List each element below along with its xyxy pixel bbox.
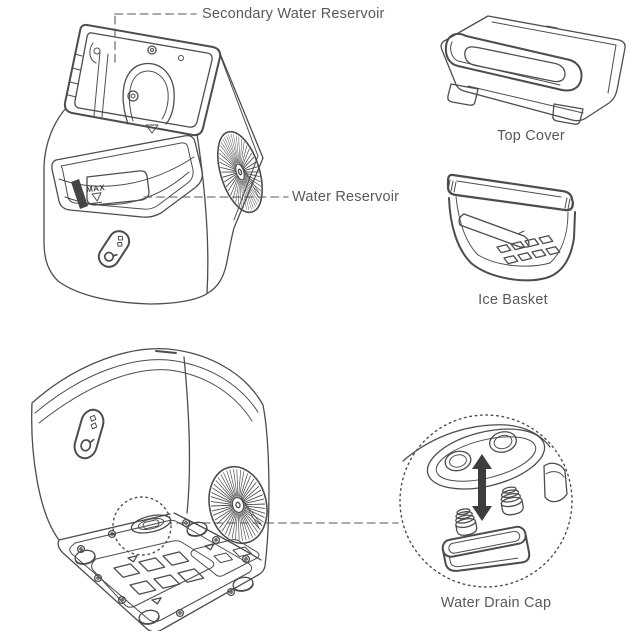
hinge-ticks xyxy=(67,53,83,98)
fan-icon xyxy=(208,124,273,220)
drain-hole-left xyxy=(444,450,472,472)
secondary-reservoir-compartment xyxy=(89,42,184,134)
side-panel-inner-edge xyxy=(219,54,259,221)
max-fill-marking: MAX xyxy=(86,183,106,194)
up-down-arrow-icon xyxy=(472,454,492,521)
fan-icon xyxy=(200,459,276,552)
drain-hole-right xyxy=(489,431,517,453)
basket-handle-bar xyxy=(458,213,530,248)
rim-vents-left xyxy=(447,179,457,193)
drain-highlight-circle xyxy=(112,496,172,556)
front-side-seam xyxy=(183,356,191,514)
water-reservoir-basin: MAX xyxy=(51,134,204,218)
caption-top-cover: Top Cover xyxy=(497,128,565,144)
top-cover-handle xyxy=(444,32,583,92)
label-secondary-water-reservoir: Secondary Water Reservoir xyxy=(202,6,385,22)
rubber-foot xyxy=(231,574,255,594)
rubber-foot xyxy=(137,607,161,627)
drain-plug-left xyxy=(452,506,479,538)
ice-basket-rim xyxy=(446,173,575,212)
base-vent-slots xyxy=(113,546,252,595)
drain-plug-right xyxy=(497,484,525,517)
water-drain-cap-detail-illustration xyxy=(399,414,573,588)
water-drain-recess xyxy=(130,514,172,534)
ice-basket-illustration xyxy=(446,173,576,282)
ice-maker-top-open-illustration: MAX xyxy=(43,23,273,305)
caption-ice-basket: Ice Basket xyxy=(478,292,548,308)
clip-wedges xyxy=(127,543,215,605)
rim-vents-right xyxy=(564,197,574,211)
max-level-triangle-icon xyxy=(91,192,102,202)
water-inlet-slot xyxy=(71,179,88,209)
control-panel-pill xyxy=(94,226,134,272)
water-drain-cap-part xyxy=(441,525,531,572)
drain-recess-plate xyxy=(426,428,546,490)
callout-connectors xyxy=(114,13,399,524)
detail-zoom-circle xyxy=(399,414,573,588)
label-water-reservoir: Water Reservoir xyxy=(292,189,400,205)
foot-fragment xyxy=(543,462,568,503)
top-cover-illustration xyxy=(440,15,626,125)
ice-maker-bottom-view-illustration xyxy=(31,347,276,631)
control-panel-pill xyxy=(70,405,108,463)
caption-water-drain-cap: Water Drain Cap xyxy=(440,595,552,611)
base-plate xyxy=(58,496,262,627)
